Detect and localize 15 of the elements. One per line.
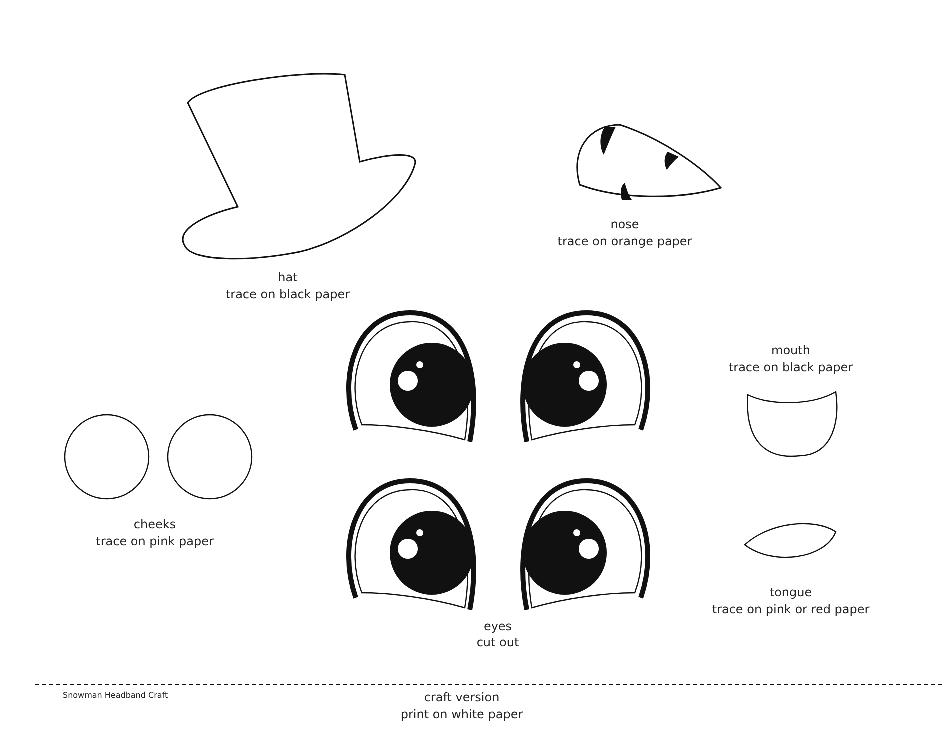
instruction-text: trace on black paper: [728, 360, 854, 376]
instruction-text: cut out: [476, 636, 520, 650]
part-name: hat: [278, 270, 298, 286]
version-text: craft version: [424, 690, 500, 706]
instruction-text: print on white paper: [400, 708, 524, 722]
instruction-text: trace on pink or red paper: [712, 602, 870, 618]
instruction-text: trace on orange paper: [558, 234, 692, 250]
part-name: cheeks: [134, 518, 176, 532]
instruction-text: trace on pink paper: [96, 534, 214, 550]
instruction-text: trace on black paper: [226, 288, 350, 302]
footer-title: Snowman Headband Craft: [63, 691, 168, 701]
part-name: nose: [610, 218, 640, 232]
part-name: eyes: [484, 620, 512, 634]
part-name: mouth: [772, 344, 810, 358]
part-name: tongue: [770, 586, 812, 600]
